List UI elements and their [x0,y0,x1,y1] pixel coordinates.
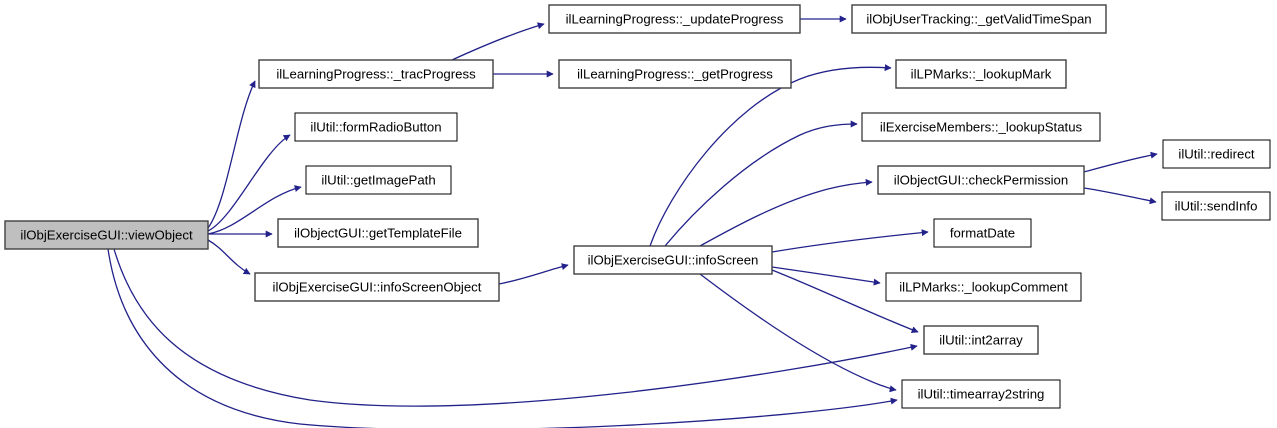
node-lookupStatus[interactable]: ilExerciseMembers::_lookupStatus [861,112,1101,142]
node-box-viewObject[interactable] [4,220,209,250]
node-timearray2string[interactable]: ilUtil::timearray2string [901,379,1061,409]
node-formRadioButton[interactable]: ilUtil::formRadioButton [294,112,458,142]
node-lookupComment[interactable]: ilLPMarks::_lookupComment [885,272,1082,302]
node-label-formRadioButton: ilUtil::formRadioButton [310,119,441,134]
edge-checkPermission-to-redirect [1083,151,1158,173]
edge-viewObject-to-formRadioButton [207,134,291,232]
node-box-getTemplateFile[interactable] [277,218,479,248]
edge-viewObject-to-infoScreenObject [207,239,251,275]
node-redirect[interactable]: ilUtil::redirect [1162,139,1271,169]
edge-infoScreen-to-int2array [771,269,919,333]
edge-infoScreen-to-timearray2string [699,273,897,393]
node-tracProgress[interactable]: ilLearningProgress::_tracProgress [258,59,494,89]
node-label-formatDate: formatDate [950,225,1015,240]
node-checkPermission[interactable]: ilObjectGUI::checkPermission [877,165,1085,195]
node-box-sendInfo[interactable] [1161,191,1271,221]
node-int2array[interactable]: ilUtil::int2array [923,325,1039,355]
node-label-getProgress: ilLearningProgress::_getProgress [577,66,773,81]
node-label-int2array: ilUtil::int2array [939,332,1023,347]
node-label-checkPermission: ilObjectGUI::checkPermission [894,172,1068,187]
node-box-lookupStatus[interactable] [861,112,1101,142]
node-label-timearray2string: ilUtil::timearray2string [918,386,1045,401]
edge-infoScreen-to-checkPermission [699,178,873,247]
edge-infoScreen-to-lookupStatus [664,120,858,247]
node-label-lookupMark: ilLPMarks::_lookupMark [911,66,1052,81]
node-infoScreenObject[interactable]: ilObjExerciseGUI::infoScreenObject [254,272,500,302]
node-getProgress[interactable]: ilLearningProgress::_getProgress [558,59,792,89]
node-box-tracProgress[interactable] [258,59,494,89]
node-formatDate[interactable]: formatDate [933,218,1032,248]
node-viewObject[interactable]: ilObjExerciseGUI::viewObject [4,220,209,250]
node-getTemplateFile[interactable]: ilObjectGUI::getTemplateFile [277,218,479,248]
node-label-sendInfo: ilUtil::sendInfo [1175,198,1258,213]
node-label-infoScreen: ilObjExerciseGUI::infoScreen [588,252,759,267]
edge-viewObject-to-timearray2string [107,248,898,428]
node-label-getTemplateFile: ilObjectGUI::getTemplateFile [294,225,462,240]
node-getImagePath[interactable]: ilUtil::getImagePath [305,165,452,195]
edge-tracProgress-to-updateProgress [451,22,545,61]
node-box-lookupMark[interactable] [895,59,1067,89]
node-box-infoScreen[interactable] [573,245,773,275]
node-label-updateProgress: ilLearningProgress::_updateProgress [566,11,784,26]
node-label-infoScreenObject: ilObjExerciseGUI::infoScreenObject [273,279,482,294]
node-box-formRadioButton[interactable] [294,112,458,142]
node-box-checkPermission[interactable] [877,165,1085,195]
edges-layer [107,15,1158,428]
node-label-lookupStatus: ilExerciseMembers::_lookupStatus [880,119,1083,134]
node-box-int2array[interactable] [923,325,1039,355]
edge-infoScreen-to-lookupMark [649,64,892,247]
edge-viewObject-to-tracProgress [207,80,256,229]
edge-infoScreen-to-lookupComment [771,266,881,286]
node-label-getValidTimeSpan: ilObjUserTracking::_getValidTimeSpan [866,11,1091,26]
nodes-layer: ilObjExerciseGUI::viewObject ilLearningPr… [4,4,1271,409]
node-getValidTimeSpan[interactable]: ilObjUserTracking::_getValidTimeSpan [851,4,1107,34]
node-label-viewObject: ilObjExerciseGUI::viewObject [20,227,193,242]
edge-checkPermission-to-sendInfo [1083,187,1157,205]
node-updateProgress[interactable]: ilLearningProgress::_updateProgress [548,4,801,34]
node-box-redirect[interactable] [1162,139,1271,169]
node-box-formatDate[interactable] [933,218,1032,248]
node-label-lookupComment: ilLPMarks::_lookupComment [899,279,1068,294]
node-box-getValidTimeSpan[interactable] [851,4,1107,34]
node-box-getImagePath[interactable] [305,165,452,195]
node-infoScreen[interactable]: ilObjExerciseGUI::infoScreen [573,245,773,275]
node-lookupMark[interactable]: ilLPMarks::_lookupMark [895,59,1067,89]
node-label-getImagePath: ilUtil::getImagePath [321,172,435,187]
edge-viewObject-to-getImagePath [207,185,302,235]
node-sendInfo[interactable]: ilUtil::sendInfo [1161,191,1271,221]
node-label-tracProgress: ilLearningProgress::_tracProgress [276,66,476,81]
node-box-getProgress[interactable] [558,59,792,89]
edge-viewObject-to-int2array [113,248,918,407]
node-box-updateProgress[interactable] [548,4,801,34]
edge-infoScreenObject-to-infoScreen [498,263,569,285]
edge-infoScreen-to-formatDate [771,229,929,253]
node-box-lookupComment[interactable] [885,272,1082,302]
node-label-redirect: ilUtil::redirect [1178,146,1255,161]
node-box-timearray2string[interactable] [901,379,1061,409]
node-box-infoScreenObject[interactable] [254,272,500,302]
